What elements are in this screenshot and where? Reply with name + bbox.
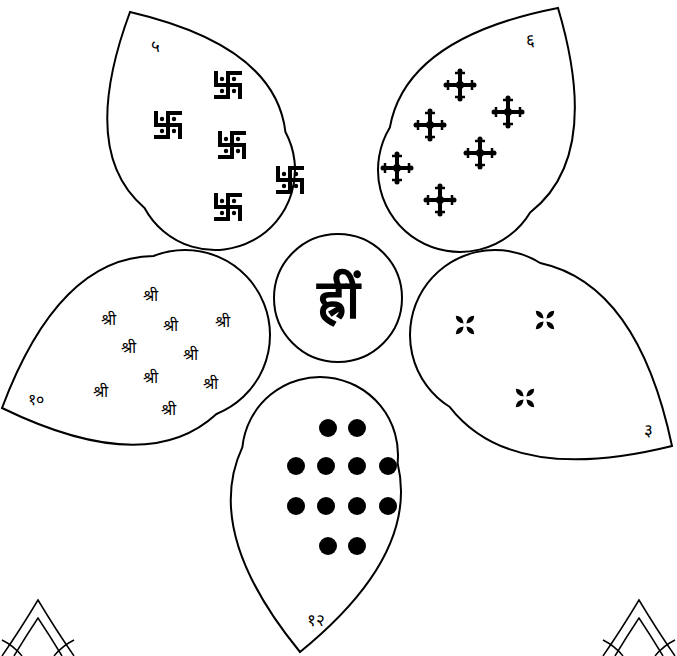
count-number: ५ — [151, 38, 160, 55]
syllable-text: श्री — [183, 347, 198, 363]
node-outline — [0, 246, 274, 483]
count-number: १२ — [307, 612, 325, 629]
count-number: ६ — [526, 32, 535, 49]
mantra-text: ह्रीं — [317, 273, 360, 327]
count-number: १० — [28, 392, 44, 408]
cross-group — [381, 69, 525, 217]
petal-outline — [107, 12, 295, 250]
dot-group — [287, 419, 397, 555]
star-group — [454, 309, 556, 409]
node-outline — [406, 246, 676, 490]
syllable-text: श्री — [215, 314, 230, 330]
petal-outline — [231, 377, 401, 652]
syllable-text: श्री — [121, 340, 136, 356]
petal-outline — [410, 250, 672, 459]
petal-node: ३ — [406, 246, 676, 490]
center-circle — [274, 234, 402, 362]
petal-node: श्री श्री श्री श्री श्री श्री श्री श्री श्री श्री… — [0, 246, 274, 483]
syllable-text: श्री — [143, 370, 158, 386]
syllable-text: श्री — [143, 288, 158, 304]
center-node: ह्रीं — [272, 232, 404, 364]
syllable-text: श्री — [203, 376, 218, 392]
node-outline — [74, 8, 299, 254]
corner-ornament — [2, 600, 675, 656]
syllable-text: श्री — [93, 384, 108, 400]
syllable-text: श्री — [101, 312, 116, 328]
swastika-group — [156, 73, 302, 219]
petal-node: ५ — [74, 8, 299, 254]
petal-node: ६ — [374, 4, 607, 256]
count-number: ३ — [644, 422, 653, 439]
syllable-text: श्री — [161, 402, 176, 418]
syllable-text: श्री — [163, 318, 178, 334]
petal-node: १२ — [198, 373, 424, 656]
petal-outline — [378, 8, 575, 252]
petal-outline — [2, 250, 270, 445]
node-outline — [374, 4, 607, 256]
